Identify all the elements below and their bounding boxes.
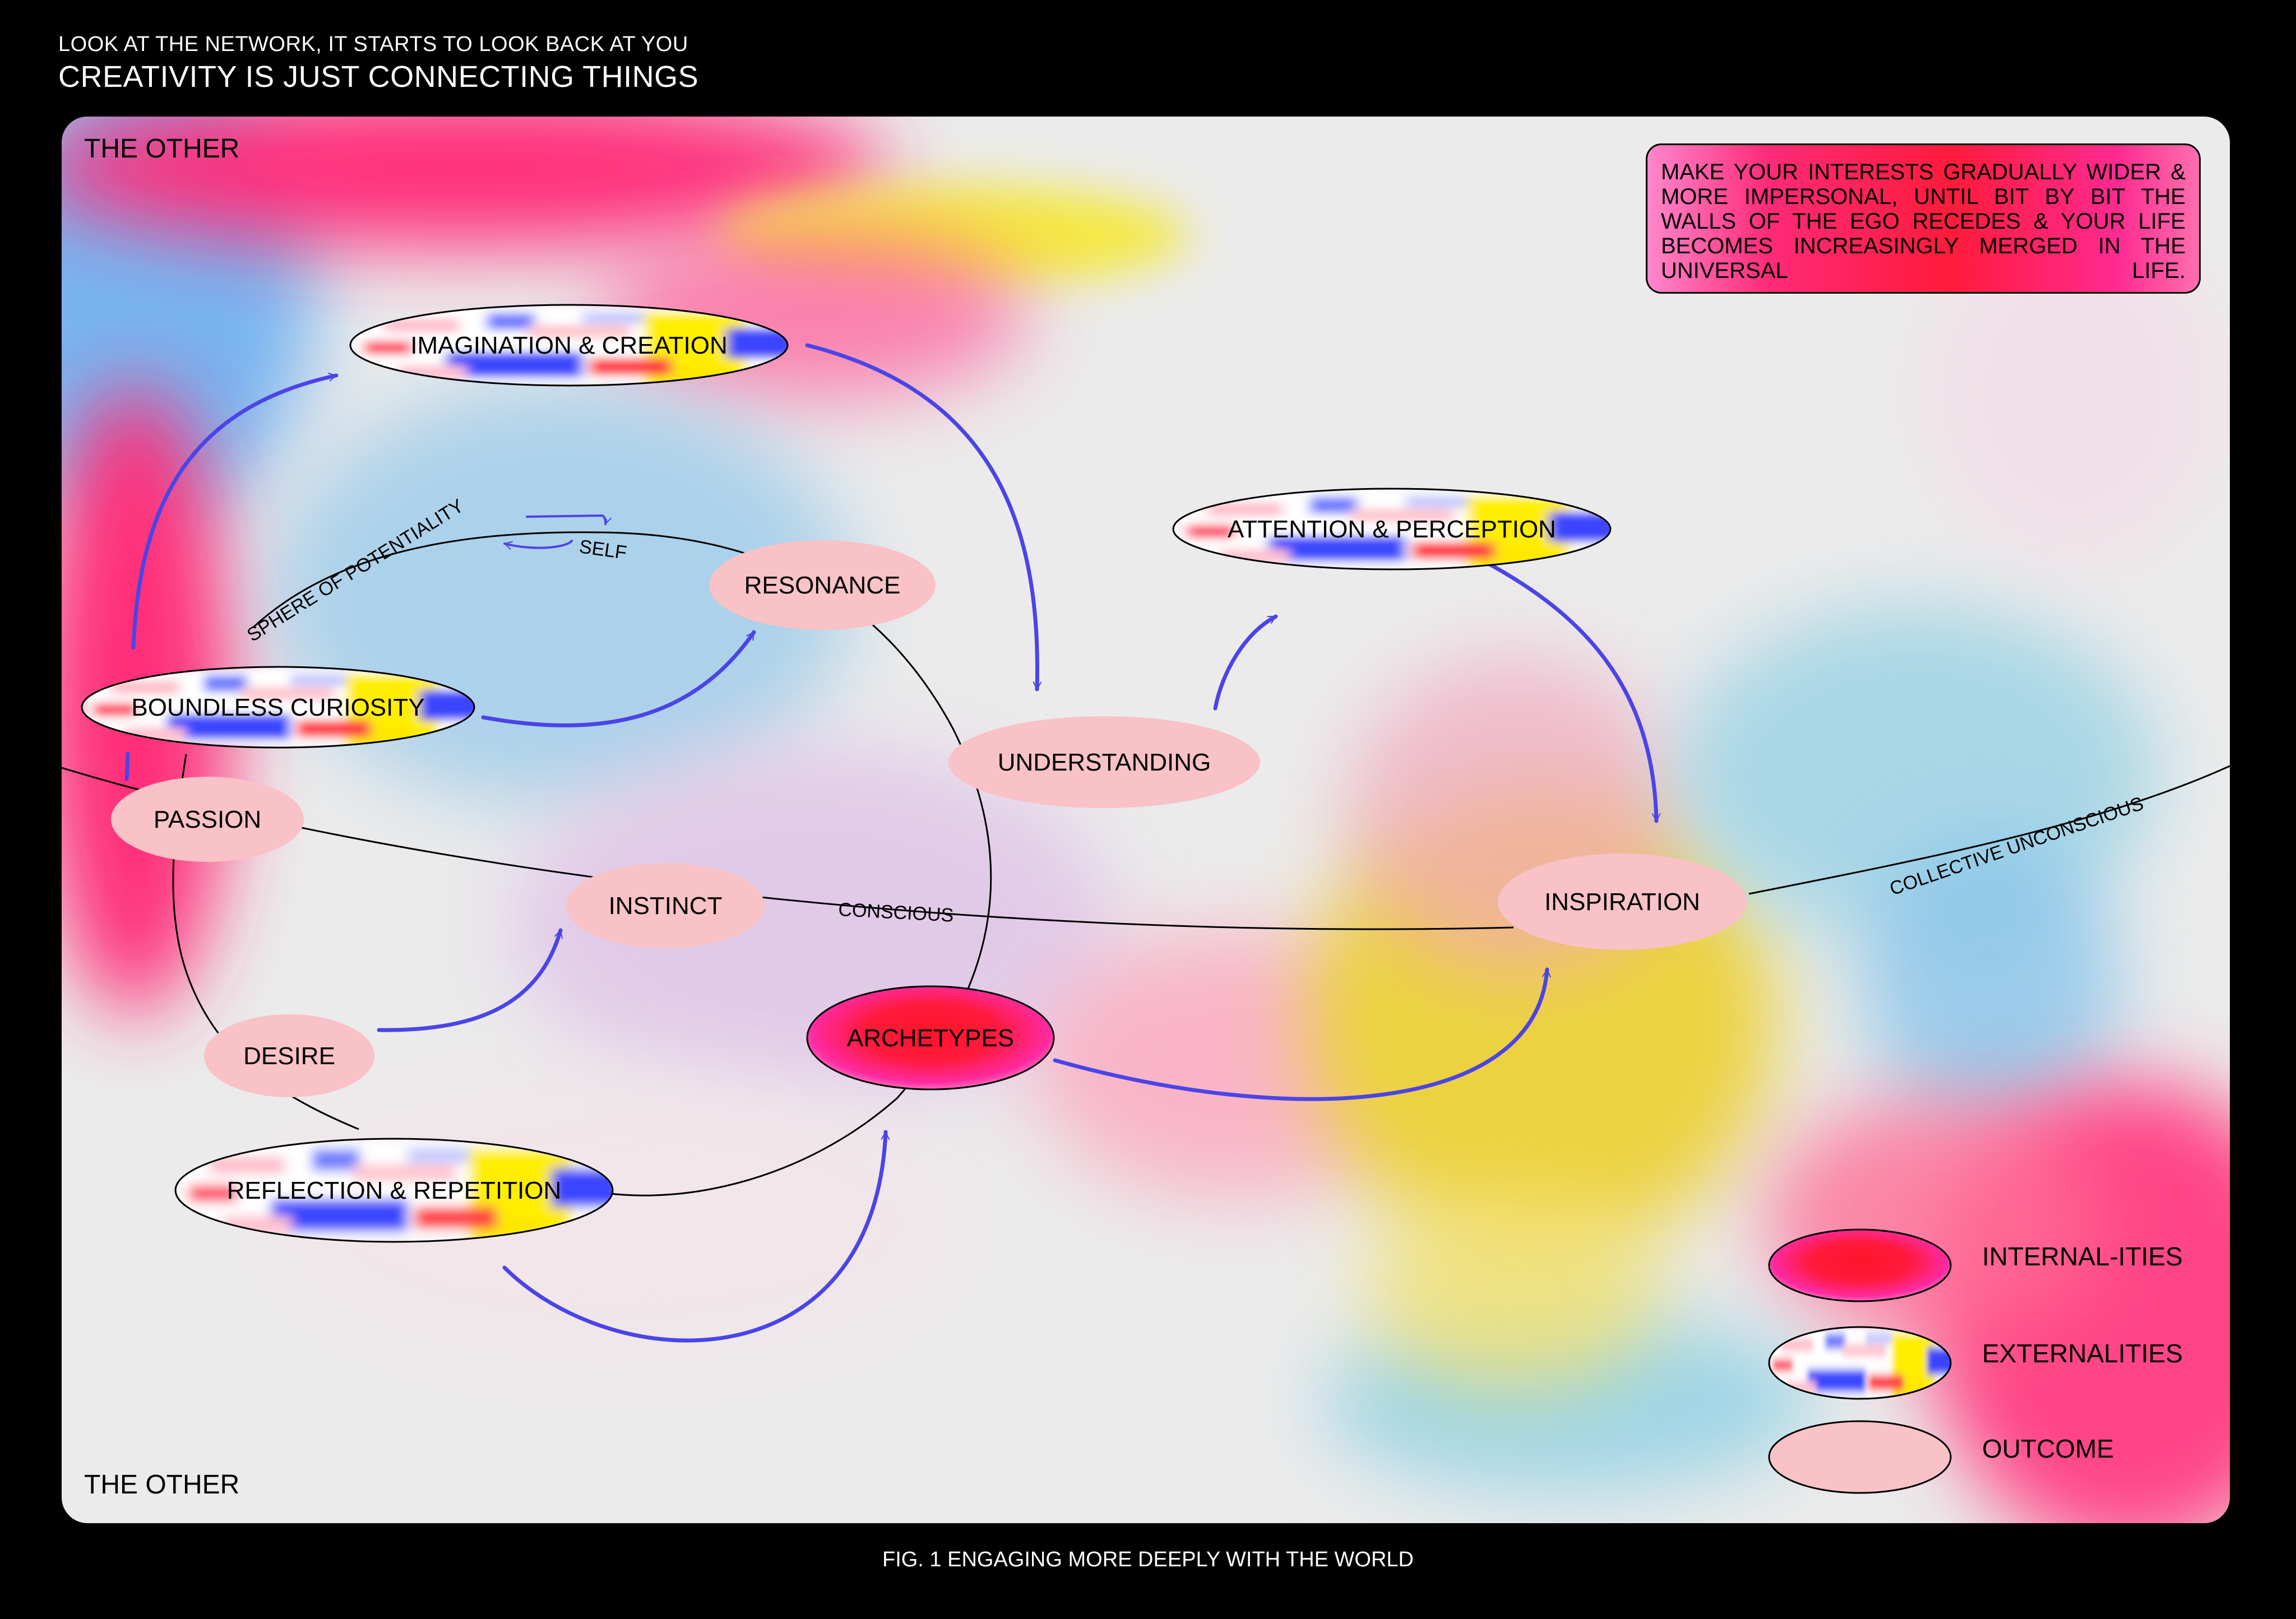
outcome-nodes: RESONANCE UNDERSTANDING PASSION INSTINCT… — [111, 540, 1747, 1097]
collective-unconscious-curve — [1748, 765, 2230, 895]
network-diagram: SPHERE OF POTENTIALITY SELF CONSCIOUS CO… — [62, 117, 2230, 1523]
corner-label-top: THE OTHER — [84, 134, 240, 164]
legend-swatch-internal — [1768, 1228, 1952, 1302]
node-boundless-curiosity[interactable]: BOUNDLESS CURIOSITY — [81, 666, 482, 750]
node-label: REFLECTION & REPETITION — [227, 1177, 562, 1204]
node-resonance[interactable]: RESONANCE — [709, 540, 936, 630]
node-label: IMAGINATION & CREATION — [410, 332, 728, 359]
legend-swatch-external — [1768, 1326, 1952, 1400]
sphere-of-potentiality-circle — [252, 531, 992, 1196]
node-instinct[interactable]: INSTINCT — [566, 863, 765, 948]
arrow-curiosity-to-resonance — [481, 630, 756, 727]
legend-swatch-outcome — [1768, 1420, 1952, 1494]
arrow-reflection-to-archetypes — [502, 1130, 886, 1343]
arrow-archetypes-to-inspiration — [1053, 967, 1547, 1101]
node-archetypes[interactable]: ARCHETYPES — [806, 985, 1055, 1091]
header-tagline: LOOK AT THE NETWORK, IT STARTS TO LOOK B… — [58, 33, 688, 56]
header-title: CREATIVITY IS JUST CONNECTING THINGS — [58, 60, 699, 94]
node-passion[interactable]: PASSION — [111, 777, 304, 862]
legend-label-internal: INTERNAL-ITIES — [1982, 1242, 2183, 1271]
arrow-passion-to-imagination — [131, 375, 339, 650]
node-label: UNDERSTANDING — [998, 749, 1211, 776]
node-label: BOUNDLESS CURIOSITY — [131, 694, 424, 721]
corner-label-bottom: THE OTHER — [84, 1470, 240, 1500]
node-label: INSTINCT — [609, 892, 723, 920]
figure-caption: FIG. 1 ENGAGING MORE DEEPLY WITH THE WOR… — [882, 1548, 1414, 1571]
node-understanding[interactable]: UNDERSTANDING — [948, 716, 1260, 808]
diagram-panel: SPHERE OF POTENTIALITY SELF CONSCIOUS CO… — [62, 117, 2230, 1523]
node-label: RESONANCE — [744, 572, 901, 599]
quote-box: MAKE YOUR INTERESTS GRADUALLY WIDER & MO… — [1646, 143, 2201, 294]
node-reflection-repetition[interactable]: REFLECTION & REPETITION — [174, 1138, 620, 1245]
arrow-imagination-to-understanding — [805, 343, 1038, 692]
arrow-self-forward — [526, 514, 606, 524]
arrow-passion-stub — [124, 751, 130, 781]
node-desire[interactable]: DESIRE — [204, 1014, 374, 1097]
legend-label-outcome: OUTCOME — [1982, 1434, 2114, 1463]
node-label: DESIRE — [243, 1042, 335, 1070]
node-label: ARCHETYPES — [847, 1024, 1014, 1052]
arrow-self-back — [504, 540, 573, 548]
node-label: ATTENTION & PERCEPTION — [1228, 516, 1556, 543]
node-imagination-creation[interactable]: IMAGINATION & CREATION — [349, 304, 795, 388]
node-attention-perception[interactable]: ATTENTION & PERCEPTION — [1172, 488, 1618, 572]
arrow-attention-to-inspiration — [1483, 560, 1656, 823]
arrow-understanding-to-attention — [1213, 614, 1278, 711]
node-label: PASSION — [154, 806, 261, 833]
node-label: INSPIRATION — [1544, 888, 1700, 916]
connection-arrows — [124, 343, 1656, 1343]
arrow-desire-to-instinct — [377, 928, 561, 1032]
node-inspiration[interactable]: INSPIRATION — [1498, 853, 1747, 950]
legend-label-external: EXTERNALITIES — [1982, 1339, 2183, 1368]
